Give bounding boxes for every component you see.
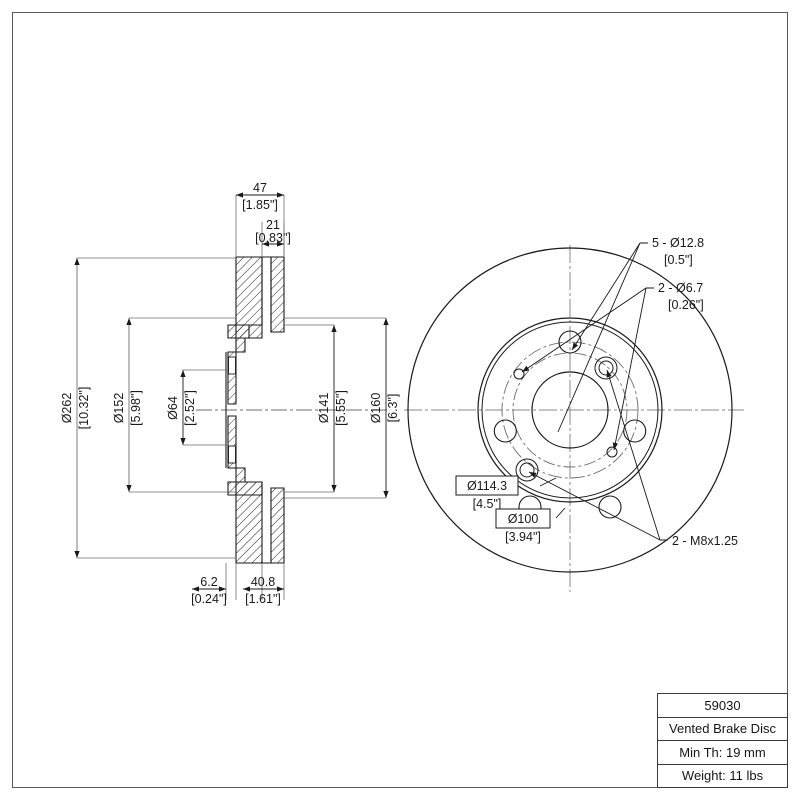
dim-hat-thickness: 6.2 [0.24"]: [191, 575, 227, 606]
boxed-dim-pilot-circle: Ø100 [3.94"]: [495, 508, 551, 544]
dim-overall-width-mm: 47: [253, 181, 267, 195]
callout-small-holes-line1: 2 - Ø6.7: [658, 281, 703, 295]
sheet-border: [12, 12, 788, 788]
dim-overall-width-inch: [1.85"]: [242, 198, 278, 212]
lug-hole-group: [493, 330, 647, 519]
dim-mounting-face-diameter: Ø160 [6.3"]: [284, 317, 400, 499]
hat-outer-circle: [477, 317, 663, 503]
threaded-hole-inner: [598, 360, 614, 376]
dim-outer-diameter-inch: [10.32"]: [77, 387, 91, 430]
dim-hat-depth-mm: 40.8: [251, 575, 275, 589]
center-bore-circle: [531, 371, 609, 449]
dim-outer-diameter: Ø262 [10.32"]: [60, 257, 236, 559]
dim-mounting-face-diameter-inch: [6.3"]: [386, 394, 400, 423]
dim-hat-thickness-inch: [0.24"]: [191, 592, 227, 606]
boxed-dim-bolt-circle-inch: [4.5"]: [473, 497, 502, 511]
dim-hat-offset-mm: 21: [266, 218, 280, 232]
dim-outer-diameter-mm: Ø262: [60, 393, 74, 424]
dim-hat-diameter-inch: [5.98"]: [129, 390, 143, 426]
hat-void-lower: [228, 445, 236, 464]
dim-hat-offset-inch: [0.83"]: [255, 231, 291, 245]
boxed-dim-bolt-circle-mm: Ø114.3: [467, 479, 507, 493]
dim-center-bore-inch: [2.52"]: [183, 390, 197, 426]
threaded-hole-inner: [519, 462, 535, 478]
section-outline: [225, 256, 284, 564]
callout-threaded-holes: 2 - M8x1.25: [672, 534, 738, 548]
boxed-dim-bolt-circle: Ø114.3 [4.5"]: [455, 475, 519, 511]
dim-hat-thickness-mm: 6.2: [200, 575, 217, 589]
face-view: 5 - Ø12.8 [0.5"] 2 - Ø6.7 [0.26"] 2 - M8…: [404, 236, 744, 592]
lug-hole: [598, 495, 622, 519]
hat-void-upper: [228, 356, 236, 375]
dim-center-bore-mm: Ø64: [166, 396, 180, 420]
bolt-circle-114: [501, 341, 639, 479]
callout-threaded-holes-line1: 2 - M8x1.25: [672, 534, 738, 548]
section-extension-lines: [225, 195, 285, 600]
lug-hole: [623, 419, 647, 443]
callout-lug-holes-line1: 5 - Ø12.8: [652, 236, 704, 250]
callout-lug-holes: 5 - Ø12.8 [0.5"]: [652, 236, 704, 267]
hat-inner-circle: [481, 321, 659, 499]
boxed-dim-pilot-circle-inch: [3.94"]: [505, 530, 541, 544]
rotor-outer-circle: [407, 247, 733, 573]
callout-small-holes: 2 - Ø6.7 [0.26"]: [658, 281, 704, 312]
dim-inner-pad-diameter: Ø141 [5.55"]: [284, 324, 348, 493]
dim-inner-pad-diameter-inch: [5.55"]: [334, 390, 348, 426]
dim-hat-offset: 21 [0.83"]: [255, 218, 291, 247]
dim-overall-width: 47 [1.85"]: [236, 181, 284, 212]
title-block-part-number: 59030: [658, 694, 787, 718]
dim-hat-depth-inch: [1.61"]: [245, 592, 281, 606]
title-block-weight: Weight: 11 lbs: [681, 768, 764, 784]
dim-inner-pad-diameter-mm: Ø141: [317, 393, 331, 424]
dim-mounting-face-diameter-mm: Ø160: [369, 393, 383, 424]
threaded-hole-outer: [594, 356, 618, 380]
callout-lug-holes-line2: [0.5"]: [664, 253, 693, 267]
title-block-min-thickness: Min Th: 19 mm: [658, 741, 787, 765]
title-block: 59030 Vented Brake Disc Min Th: 19 mm We…: [657, 693, 788, 788]
title-block-description: Vented Brake Disc: [658, 718, 787, 741]
threaded-hole-outer: [515, 458, 539, 482]
dim-center-bore: Ø64 [2.52"]: [166, 369, 228, 446]
lug-hole: [493, 419, 517, 443]
callout-small-holes-line2: [0.26"]: [668, 298, 704, 312]
section-view: [196, 195, 390, 600]
small-hole: [513, 368, 525, 380]
dim-hat-depth: 40.8 [1.61"]: [243, 575, 284, 606]
face-leader-lines: [521, 242, 668, 541]
threaded-hole-group: [515, 356, 618, 482]
dim-hat-diameter-mm: Ø152: [112, 393, 126, 424]
small-hole-group: [513, 368, 618, 458]
dim-hat-diameter: Ø152 [5.98"]: [112, 317, 236, 493]
boxed-dim-pilot-circle-mm: Ø100: [508, 512, 539, 526]
